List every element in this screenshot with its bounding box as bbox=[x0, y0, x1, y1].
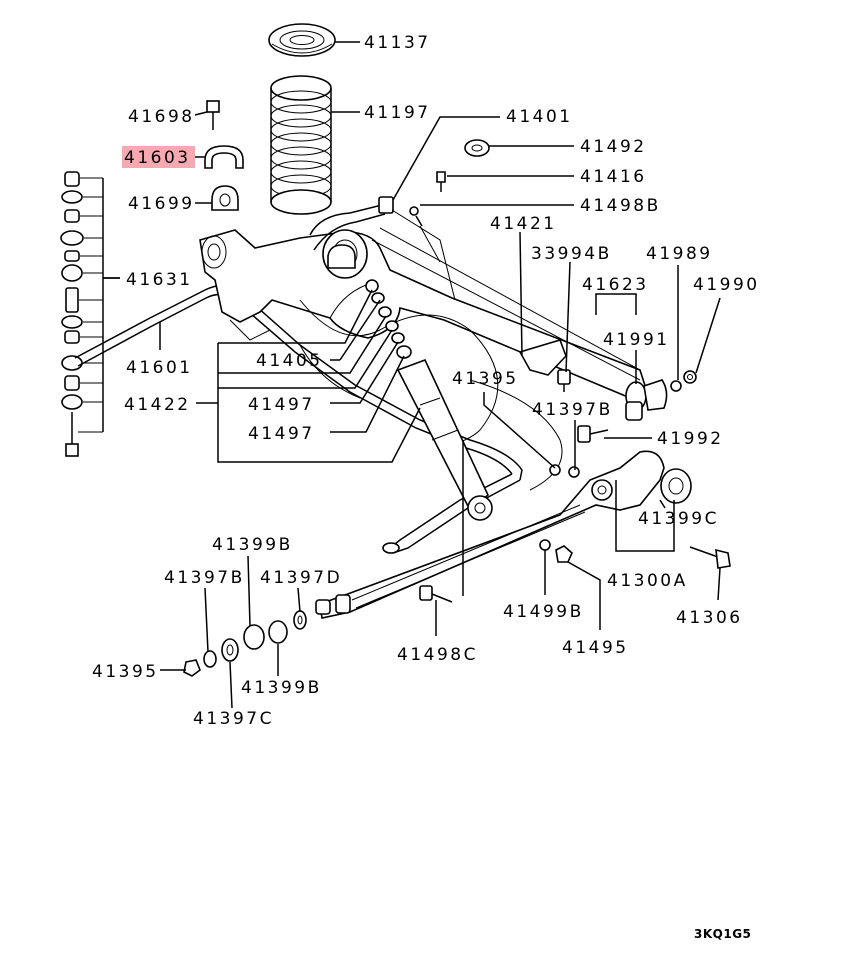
part-label-41990[interactable]: 41990 bbox=[693, 275, 760, 295]
part-label-41991[interactable]: 41991 bbox=[603, 330, 670, 350]
part-label-41499b[interactable]: 41499B bbox=[503, 602, 584, 622]
part-label-41631[interactable]: 41631 bbox=[126, 270, 193, 290]
shock-absorber-drawing bbox=[365, 279, 493, 521]
diagram-code: 3KQ1G5 bbox=[694, 927, 751, 941]
part-label-41492[interactable]: 41492 bbox=[580, 137, 647, 157]
part-label-33994b[interactable]: 33994B bbox=[531, 244, 612, 264]
part-label-41399b-upper[interactable]: 41399B bbox=[212, 535, 293, 555]
part-number-labels: 41137 41197 41698 41603 41699 41631 4160… bbox=[92, 33, 760, 729]
stabilizer-link-stack-drawing bbox=[60, 171, 120, 457]
part-label-41401[interactable]: 41401 bbox=[506, 107, 573, 127]
part-label-41300a[interactable]: 41300A bbox=[607, 571, 688, 591]
part-label-41498b[interactable]: 41498B bbox=[580, 196, 661, 216]
part-label-41603[interactable]: 41603 bbox=[124, 148, 191, 168]
drawing bbox=[60, 23, 731, 709]
stabilizer-bar-drawing bbox=[74, 284, 523, 554]
part-label-41992[interactable]: 41992 bbox=[657, 429, 724, 449]
bolt-41698-drawing bbox=[206, 100, 220, 130]
coil-spring-drawing bbox=[270, 75, 332, 215]
part-label-41497a[interactable]: 41497 bbox=[248, 395, 315, 415]
part-label-41422[interactable]: 41422 bbox=[124, 395, 191, 415]
part-label-41421[interactable]: 41421 bbox=[490, 214, 557, 234]
part-label-41137[interactable]: 41137 bbox=[364, 33, 431, 53]
part-label-41306[interactable]: 41306 bbox=[676, 608, 743, 628]
part-label-41699[interactable]: 41699 bbox=[128, 194, 195, 214]
part-label-41405[interactable]: 41405 bbox=[256, 351, 323, 371]
part-label-41416[interactable]: 41416 bbox=[580, 167, 647, 187]
part-label-41395b[interactable]: 41395 bbox=[92, 662, 159, 682]
part-label-41399c[interactable]: 41399C bbox=[638, 509, 719, 529]
part-label-41399b-lower[interactable]: 41399B bbox=[241, 678, 322, 698]
part-label-41495[interactable]: 41495 bbox=[562, 638, 629, 658]
part-label-41395a[interactable]: 41395 bbox=[452, 369, 519, 389]
part-label-41989[interactable]: 41989 bbox=[646, 244, 713, 264]
part-highlight bbox=[122, 146, 195, 168]
leader-lines bbox=[103, 41, 721, 709]
bolt-41306-drawing bbox=[689, 546, 731, 569]
part-label-41623[interactable]: 41623 bbox=[582, 275, 649, 295]
spring-seat-drawing bbox=[268, 23, 336, 57]
stabilizer-bracket-drawing bbox=[309, 139, 490, 301]
bushing-washer-stack-drawing bbox=[183, 610, 307, 677]
part-label-41197[interactable]: 41197 bbox=[364, 103, 431, 123]
bracket-41603-drawing bbox=[204, 145, 244, 169]
bushing-41699-drawing bbox=[211, 185, 239, 211]
part-label-41497b[interactable]: 41497 bbox=[248, 424, 315, 444]
part-label-41397c[interactable]: 41397C bbox=[193, 709, 274, 729]
part-label-41498c[interactable]: 41498C bbox=[397, 645, 478, 665]
lower-arm-drawing bbox=[315, 425, 692, 619]
part-label-41601[interactable]: 41601 bbox=[126, 358, 193, 378]
part-label-41397d[interactable]: 41397D bbox=[260, 568, 342, 588]
part-label-41397b-lower[interactable]: 41397B bbox=[164, 568, 245, 588]
part-label-41698[interactable]: 41698 bbox=[128, 107, 195, 127]
part-label-41397b-upper[interactable]: 41397B bbox=[532, 400, 613, 420]
